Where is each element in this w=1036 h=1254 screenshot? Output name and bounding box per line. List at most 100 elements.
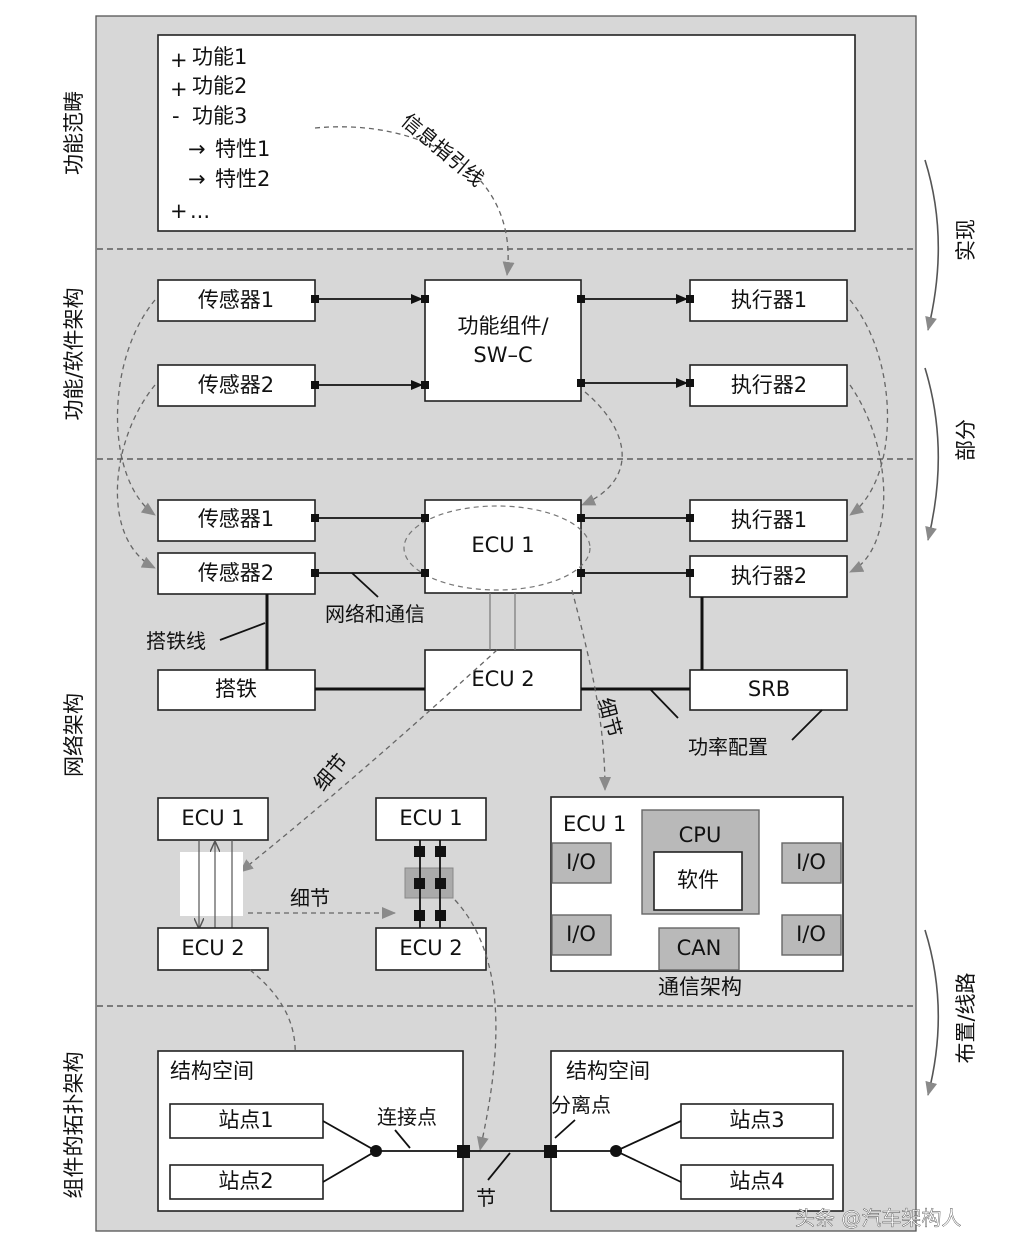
detail-ecu1-a-label: ECU 1 xyxy=(181,806,244,830)
detail-ecu2-b xyxy=(375,927,487,971)
ann-separation-point: 分离点 xyxy=(551,1093,611,1117)
fa-sensor2-label: 传感器2 xyxy=(198,373,274,397)
net-ground-box xyxy=(157,669,316,711)
leader-node xyxy=(487,1152,511,1181)
port xyxy=(577,295,585,303)
step-label-implement: 实现 xyxy=(954,219,978,261)
pin xyxy=(414,910,425,921)
io-label: I/O xyxy=(796,850,826,874)
leader-ground-wire xyxy=(219,622,266,641)
port xyxy=(686,295,694,303)
detail-ecu1-b-label: ECU 1 xyxy=(399,806,462,830)
scope-box xyxy=(157,34,856,232)
net-sensor2-box xyxy=(157,552,316,595)
scope-marker: + xyxy=(170,77,188,101)
station4-label: 站点4 xyxy=(729,1169,784,1193)
detail-ecu2-a-label: ECU 2 xyxy=(181,936,244,960)
net-srb-label: SRB xyxy=(748,677,790,701)
ann-connection-point: 连接点 xyxy=(377,1105,437,1129)
port xyxy=(686,569,694,577)
pin xyxy=(435,878,446,889)
scope-item-feature1: 特性1 xyxy=(215,137,270,161)
fa-component-label-line1: 功能组件/ xyxy=(457,314,549,338)
io-block xyxy=(551,842,612,884)
port xyxy=(311,381,319,389)
detail-ecu2-a xyxy=(157,927,269,971)
io-block xyxy=(781,914,842,956)
ann-network-comm: 网络和通信 xyxy=(325,602,425,626)
fa-sensor2-box xyxy=(157,364,316,407)
scope-marker: + xyxy=(170,199,188,223)
watermark: 头条 @汽车架构人 xyxy=(795,1206,961,1230)
io-label: I/O xyxy=(566,922,596,946)
pin xyxy=(414,846,425,857)
fa-component-box xyxy=(424,279,582,402)
scope-item-function2: 功能2 xyxy=(192,74,247,98)
detail-arrow-left xyxy=(239,649,498,873)
net-actuator1-label: 执行器1 xyxy=(731,508,807,532)
detail-ecu1-a xyxy=(157,797,269,841)
ann-power-config: 功率配置 xyxy=(688,735,768,759)
station3-box xyxy=(680,1103,834,1139)
ann-ground-wire: 搭铁线 xyxy=(146,629,206,653)
mapping-actuator1 xyxy=(849,299,889,516)
io-block xyxy=(781,842,842,884)
port xyxy=(686,514,694,522)
net-actuator1-box xyxy=(689,499,848,542)
topology-arrow-mid xyxy=(454,899,497,1151)
info-guide-line xyxy=(314,126,515,276)
layer-label-topology: 组件的拓扑架构 xyxy=(62,1052,86,1199)
net-sensor1-box xyxy=(157,499,316,542)
leader-separation-point xyxy=(554,1119,576,1139)
port xyxy=(577,379,585,387)
port xyxy=(311,514,319,522)
detail-ecu2-b-label: ECU 2 xyxy=(399,936,462,960)
detail-arrow-right xyxy=(571,589,611,791)
fa-component-label-line2: SW–C xyxy=(473,343,532,367)
step-label-part: 部分 xyxy=(954,419,978,461)
port xyxy=(686,379,694,387)
step-arrow-part xyxy=(924,367,940,541)
space-right-label: 结构空间 xyxy=(566,1059,650,1083)
station2-label: 站点2 xyxy=(218,1169,273,1193)
net-ground-label: 搭铁 xyxy=(215,677,257,701)
can-label: CAN xyxy=(677,936,722,960)
scope-item-more: ... xyxy=(190,199,210,223)
mapping-actuator2 xyxy=(849,384,885,573)
port xyxy=(311,569,319,577)
station3-label: 站点3 xyxy=(729,1108,784,1132)
comm-arch-label: 通信架构 xyxy=(658,975,742,999)
mapping-sensor2 xyxy=(116,384,156,569)
io-label: I/O xyxy=(566,850,596,874)
mapping-component-ecu xyxy=(581,391,623,506)
port xyxy=(577,514,585,522)
step-label-layout: 布置/线路 xyxy=(954,972,978,1063)
pin xyxy=(435,846,446,857)
port xyxy=(311,295,319,303)
fa-actuator1-label: 执行器1 xyxy=(731,288,807,312)
junction-left xyxy=(370,1145,382,1157)
leader-srb xyxy=(791,709,823,741)
pin xyxy=(414,878,425,889)
leader-network-comm xyxy=(351,572,379,598)
step-arrow-layout xyxy=(924,929,940,1096)
scope-item-function3: 功能3 xyxy=(192,104,247,128)
software-box xyxy=(653,851,743,911)
scope-marker: + xyxy=(170,48,188,72)
can-block xyxy=(658,927,740,971)
detail-link-area xyxy=(180,852,243,916)
station1-box xyxy=(169,1103,324,1139)
io-label: I/O xyxy=(796,922,826,946)
net-sensor2-label: 传感器2 xyxy=(198,561,274,585)
ann-detail-mid: 细节 xyxy=(290,886,330,910)
mapping-sensor1 xyxy=(116,299,156,516)
net-ecu2-box xyxy=(424,649,582,711)
ann-node: 节 xyxy=(476,1186,496,1210)
port xyxy=(421,569,429,577)
ecu-link-lines xyxy=(489,593,516,650)
net-sensor1-label: 传感器1 xyxy=(198,507,274,531)
scope-item-feature2: 特性2 xyxy=(215,167,270,191)
scope-marker: → xyxy=(188,137,206,161)
scope-item-function1: 功能1 xyxy=(192,45,247,69)
net-ecu2-label: ECU 2 xyxy=(471,667,534,691)
